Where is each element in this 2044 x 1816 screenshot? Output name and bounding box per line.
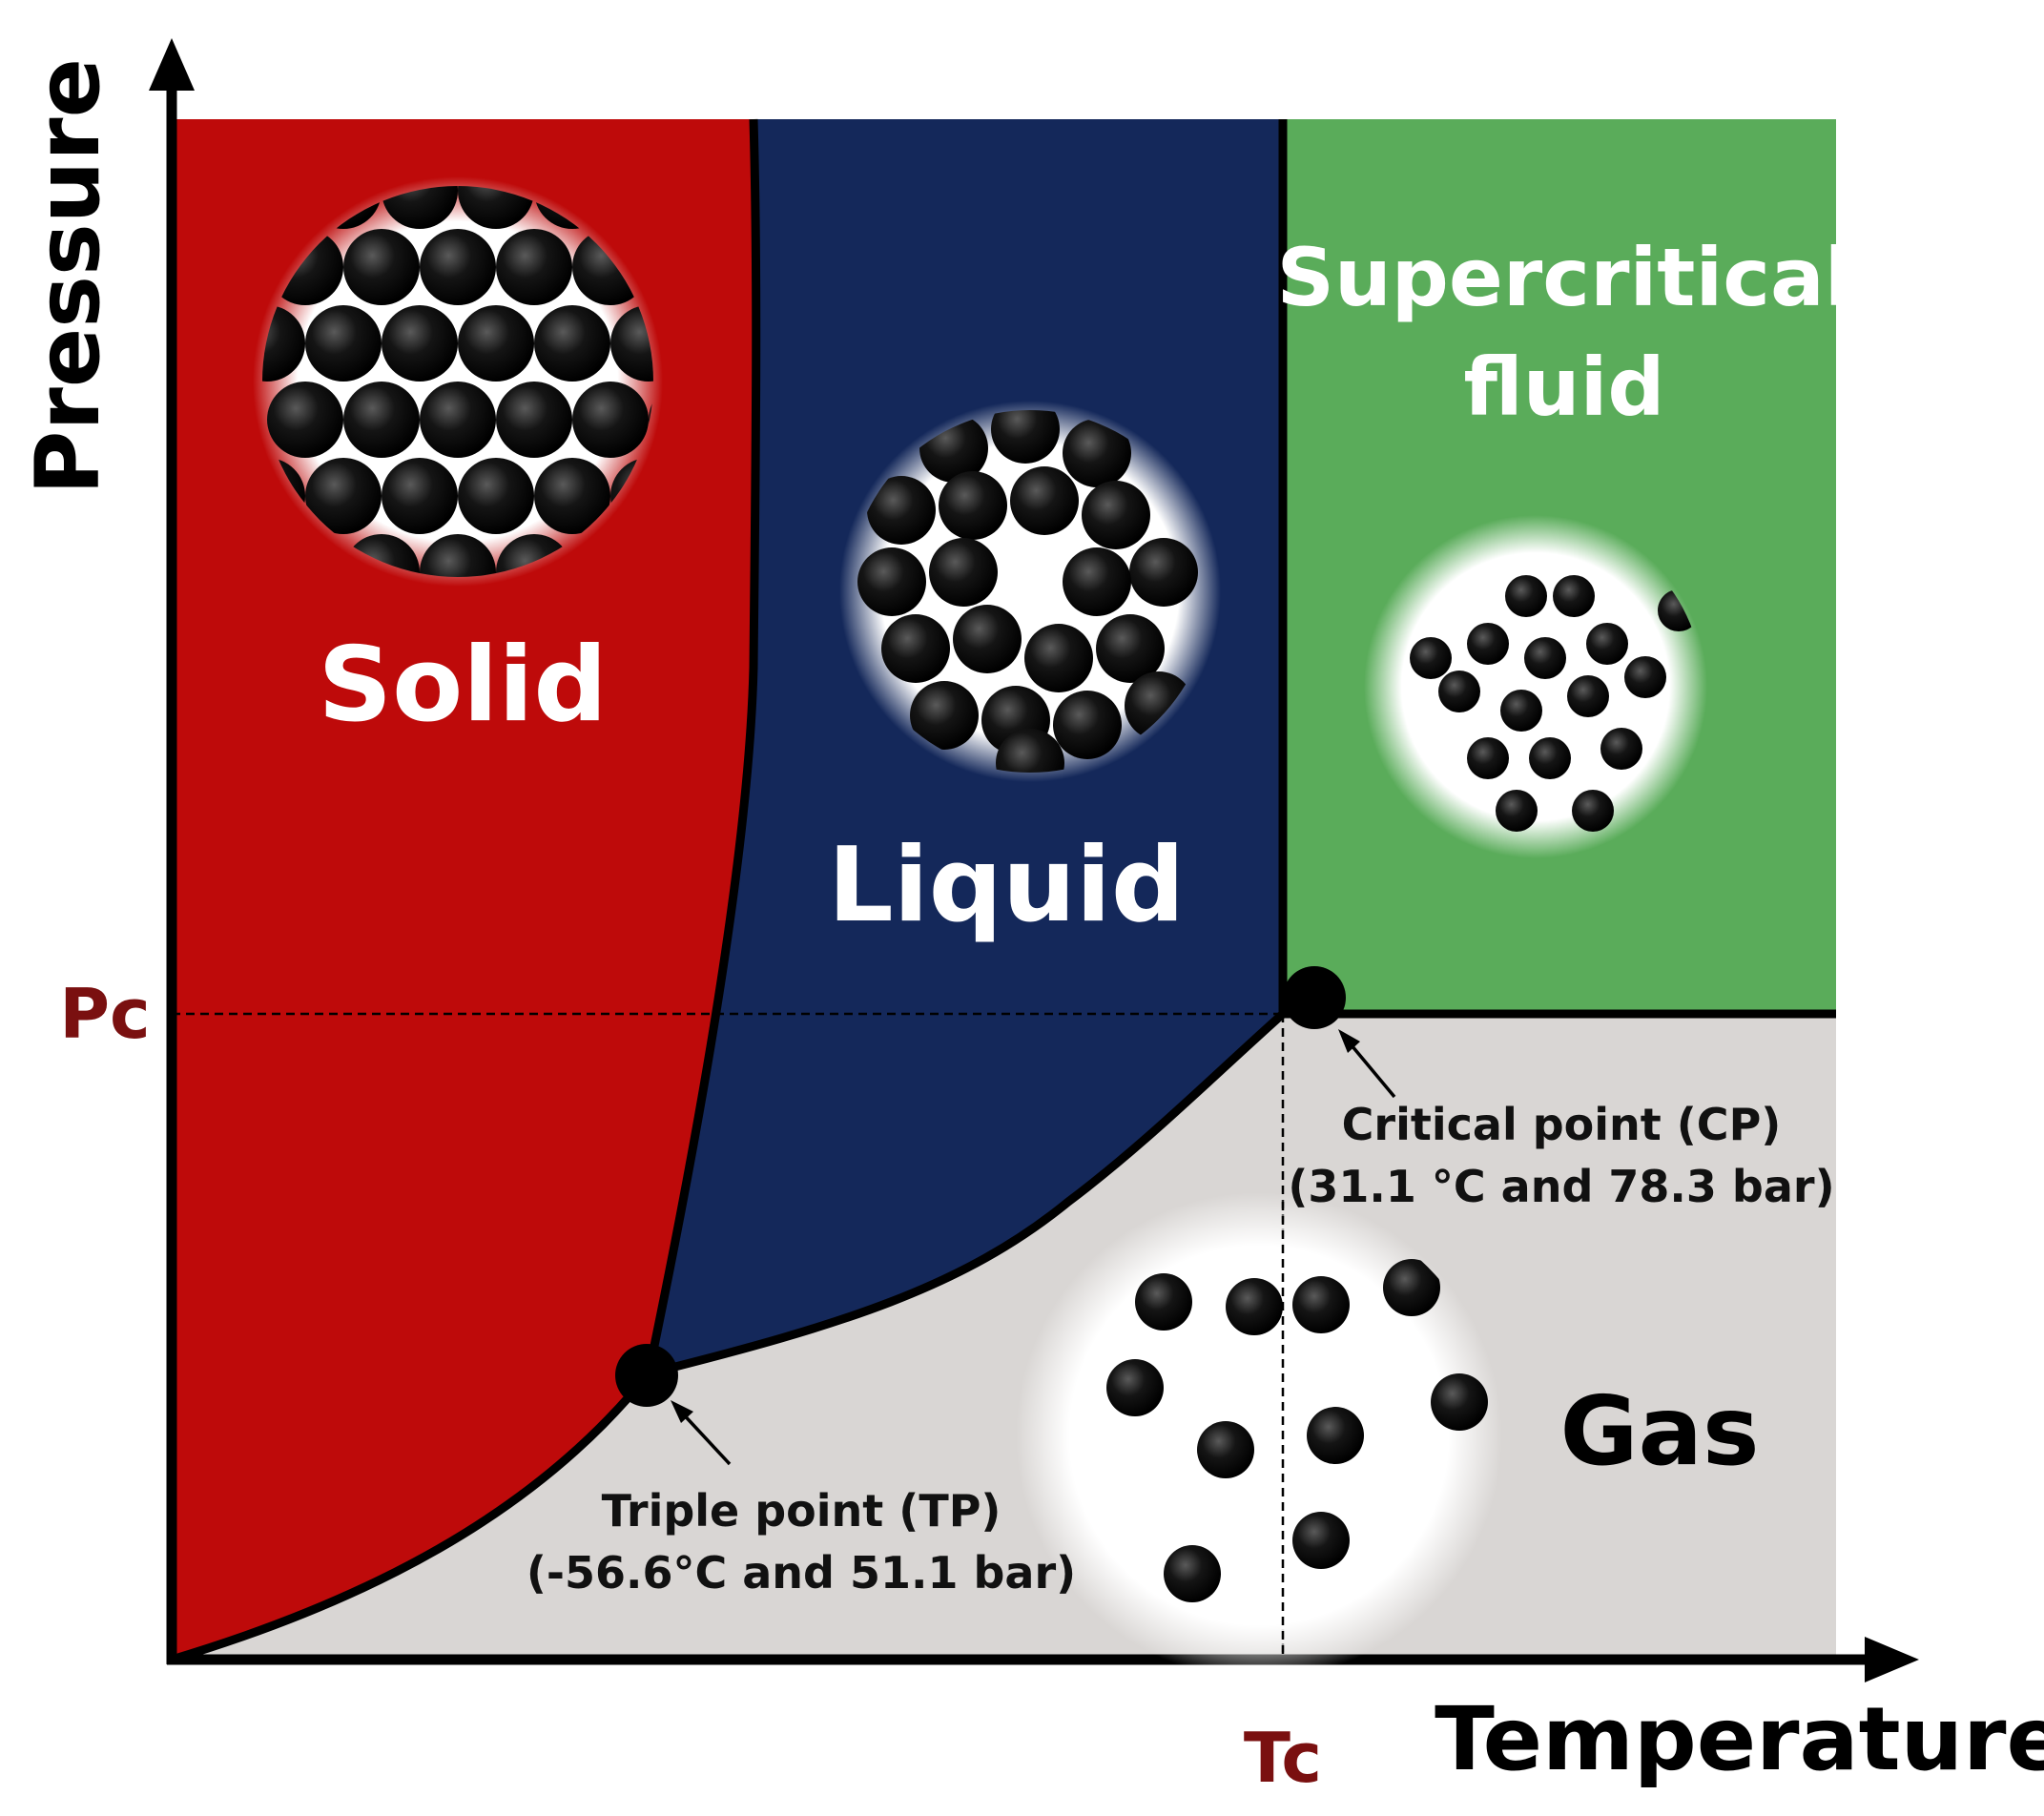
gas-label: Gas bbox=[1559, 1375, 1759, 1487]
liquid-molecule bbox=[1082, 481, 1150, 549]
supercritical-molecule bbox=[1438, 671, 1480, 712]
supercritical-molecule bbox=[1524, 637, 1566, 679]
gas-molecules-illustration bbox=[1016, 1192, 1502, 1679]
gas-molecule bbox=[1292, 1276, 1350, 1333]
liquid-label: Liquid bbox=[828, 826, 1185, 945]
gas-molecule bbox=[1106, 1359, 1164, 1416]
gas-molecule bbox=[1226, 1278, 1283, 1335]
supercritical-molecule bbox=[1496, 790, 1538, 832]
supercritical-molecule bbox=[1505, 575, 1547, 617]
supercritical-molecule bbox=[1467, 737, 1509, 779]
gas-molecule bbox=[1164, 1545, 1221, 1602]
supercritical-molecule bbox=[1572, 790, 1614, 832]
x-axis-label: Temperature bbox=[1435, 1688, 2044, 1790]
supercritical-molecules-illustration bbox=[1364, 515, 1707, 858]
triple-point-values: (-56.6°C and 51.1 bar) bbox=[526, 1547, 1076, 1599]
supercritical-label: Supercritical bbox=[1276, 231, 1851, 324]
supercritical-molecule bbox=[1410, 637, 1452, 679]
gas-molecule bbox=[1307, 1407, 1364, 1464]
melting-curve bbox=[644, 118, 761, 1374]
liquid-molecule bbox=[991, 410, 1060, 464]
solid-label: Solid bbox=[318, 626, 607, 745]
solid-molecule bbox=[343, 382, 420, 458]
liquid-molecule bbox=[1053, 691, 1122, 759]
liquid-molecule bbox=[867, 476, 936, 545]
liquid-molecule bbox=[1096, 614, 1165, 683]
x-axis-arrowhead bbox=[1865, 1637, 1919, 1682]
triple-point-marker bbox=[615, 1344, 678, 1407]
gas-molecule bbox=[1383, 1259, 1440, 1316]
solid-molecule bbox=[420, 534, 496, 577]
solid-molecule bbox=[572, 382, 649, 458]
solid-molecule bbox=[496, 382, 572, 458]
solid-molecule bbox=[534, 458, 610, 534]
liquid-molecule bbox=[1024, 624, 1093, 692]
solid-molecule bbox=[458, 186, 534, 229]
supercritical-label-line2: fluid bbox=[1464, 340, 1665, 434]
supercritical-molecule bbox=[1529, 737, 1571, 779]
tc-tick-label: Tc bbox=[1244, 1718, 1322, 1798]
solid-molecule bbox=[420, 382, 496, 458]
solid-molecule bbox=[382, 186, 458, 229]
supercritical-molecule bbox=[1500, 690, 1542, 732]
liquid-molecule bbox=[881, 614, 950, 683]
solid-molecule bbox=[610, 305, 653, 382]
solid-molecule bbox=[262, 305, 305, 382]
sublimation-curve bbox=[170, 1371, 652, 1664]
supercritical-molecule bbox=[1586, 623, 1628, 665]
gas-molecule bbox=[1431, 1373, 1488, 1431]
solid-molecule bbox=[305, 305, 382, 382]
supercritical-molecule bbox=[1600, 728, 1642, 770]
y-axis-arrowhead bbox=[149, 38, 195, 91]
supercritical-molecule bbox=[1553, 575, 1595, 617]
supercritical-molecule bbox=[1624, 656, 1666, 698]
solid-molecule bbox=[382, 458, 458, 534]
liquid-molecule bbox=[953, 605, 1022, 673]
gas-molecule bbox=[1135, 1273, 1192, 1331]
liquid-molecule bbox=[1063, 419, 1131, 487]
triple-point-arrow bbox=[671, 1400, 732, 1466]
solid-molecule bbox=[458, 458, 534, 534]
solid-molecule bbox=[496, 229, 572, 305]
vaporization-curve bbox=[647, 1010, 1286, 1378]
solid-molecule bbox=[267, 382, 343, 458]
liquid-molecule bbox=[1010, 466, 1079, 535]
liquid-molecule bbox=[910, 681, 979, 750]
liquid-molecule bbox=[996, 729, 1064, 773]
triple-point-label: Triple point (TP) bbox=[602, 1485, 1001, 1537]
critical-point-marker bbox=[1283, 966, 1346, 1029]
pc-tick-label: Pc bbox=[59, 974, 150, 1054]
critical-point-arrow bbox=[1338, 1029, 1396, 1099]
solid-molecule bbox=[382, 305, 458, 382]
critical-point-values: (31.1 °C and 78.3 bar) bbox=[1288, 1161, 1834, 1212]
liquid-molecule bbox=[1129, 538, 1198, 607]
solid-molecule bbox=[420, 229, 496, 305]
liquid-molecule bbox=[929, 538, 998, 607]
gas-molecule bbox=[1197, 1421, 1254, 1478]
supercritical-molecule bbox=[1567, 675, 1609, 717]
critical-point-label: Critical point (CP) bbox=[1342, 1099, 1782, 1150]
solid-molecule bbox=[534, 305, 610, 382]
liquid-molecule bbox=[857, 547, 926, 616]
solid-molecule bbox=[305, 458, 382, 534]
solid-molecule bbox=[458, 305, 534, 382]
gas-molecule bbox=[1292, 1512, 1350, 1569]
solid-molecule bbox=[343, 229, 420, 305]
y-axis-label: Pressure bbox=[17, 58, 119, 495]
supercritical-molecule bbox=[1467, 623, 1509, 665]
liquid-molecule bbox=[1063, 547, 1131, 616]
liquid-molecule bbox=[939, 471, 1007, 540]
